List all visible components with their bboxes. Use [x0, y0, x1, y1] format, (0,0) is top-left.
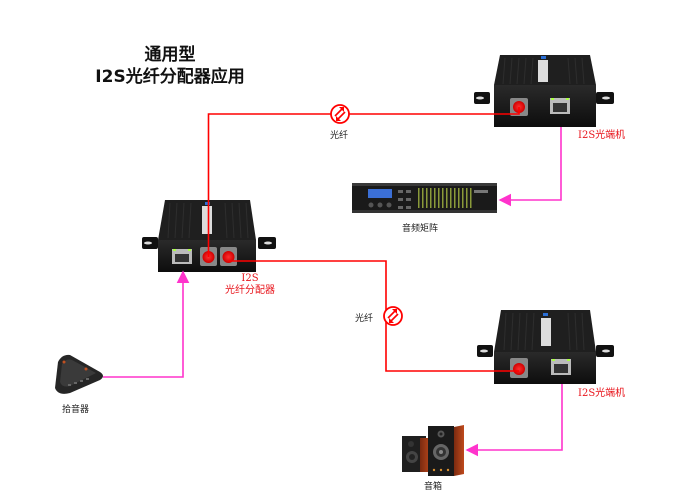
matrix-fader [450, 188, 452, 208]
microphone-device [55, 354, 103, 394]
audio-matrix-device [352, 183, 497, 213]
receiver-bottom-device [477, 310, 614, 384]
matrix-fader [454, 188, 456, 208]
fiber-bottom-label: 光纤 [355, 314, 374, 324]
fiber-link-top [207, 107, 520, 257]
audio-matrix-label: 音频矩阵 [402, 224, 439, 234]
diagram-title: 通用型 I2S光纤分配器应用 [60, 44, 280, 88]
splitter-label: I2S 光纤分配器 [210, 273, 290, 297]
model-sticker [538, 60, 548, 82]
lcd-display [368, 189, 392, 198]
matrix-fader [418, 188, 420, 208]
splitter-label-line1: I2S [241, 273, 259, 284]
matrix-fader [462, 188, 464, 208]
fiber-icon [383, 306, 403, 326]
matrix-fader [438, 188, 440, 208]
matrix-fader [466, 188, 468, 208]
audio-cable-mic-to-splitter [103, 270, 190, 378]
receiver-top-device [474, 55, 614, 127]
splitter-device [142, 200, 276, 272]
speakers-device [402, 425, 464, 476]
matrix-fader [426, 188, 428, 208]
receiver-top-label: I2S光端机 [578, 130, 626, 141]
fiber-icon [330, 104, 350, 124]
audio-cable-receiver-to-matrix [498, 127, 562, 207]
speakers-label: 音箱 [424, 482, 443, 492]
microphone-label: 拾音器 [62, 405, 90, 415]
matrix-fader [446, 188, 448, 208]
title-line-1: 通用型 [144, 45, 196, 65]
matrix-fader [470, 188, 472, 208]
fiber-top-label: 光纤 [330, 131, 349, 141]
front-panel [494, 85, 596, 127]
splitter-label-line2: 光纤分配器 [225, 285, 275, 296]
matrix-fader [434, 188, 436, 208]
receiver-bottom-label: I2S光端机 [578, 388, 626, 399]
matrix-fader [458, 188, 460, 208]
title-line-2: I2S光纤分配器应用 [95, 67, 245, 87]
audio-cable-receiver-to-speakers [465, 384, 563, 457]
matrix-fader [442, 188, 444, 208]
matrix-fader [422, 188, 424, 208]
matrix-fader [430, 188, 432, 208]
